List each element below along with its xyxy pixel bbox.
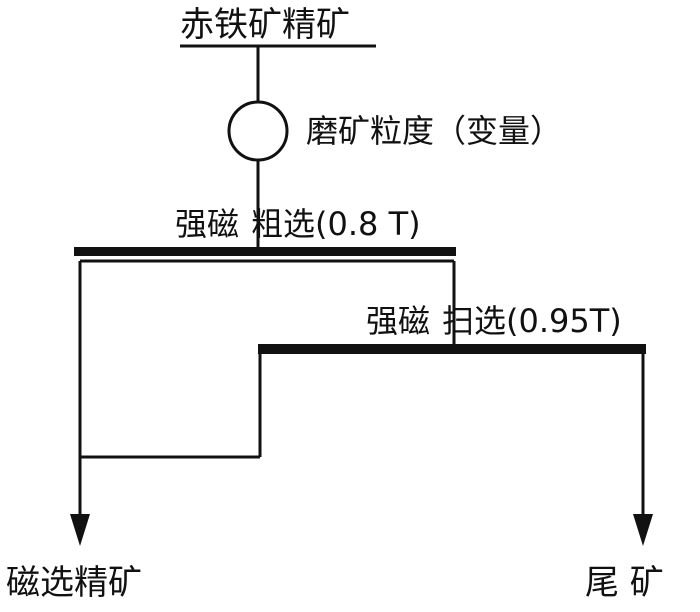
feed-label: 赤铁矿精矿 — [180, 5, 350, 45]
rougher-label: 强磁粗选(0.8 T) — [175, 208, 421, 240]
rougher-separator-bar — [74, 247, 456, 256]
grinding-label: 磨矿粒度（变量） — [306, 112, 563, 150]
tailings-product-label: 尾 矿 — [585, 563, 664, 603]
rougher-stage: 粗选(0.8 T) — [251, 205, 421, 243]
scavenger-method: 强磁 — [366, 302, 431, 340]
concentrate-product-label: 磁选精矿 — [6, 563, 142, 603]
scavenger-stage: 扫选(0.95T) — [442, 302, 622, 340]
scavenger-label: 强磁扫选(0.95T) — [366, 305, 622, 337]
tailings-arrow-icon — [633, 514, 653, 546]
scavenger-separator-bar — [258, 344, 646, 354]
concentrate-arrow-icon — [70, 514, 90, 546]
rougher-method: 强磁 — [175, 205, 240, 243]
grinding-circle-icon — [227, 100, 289, 162]
